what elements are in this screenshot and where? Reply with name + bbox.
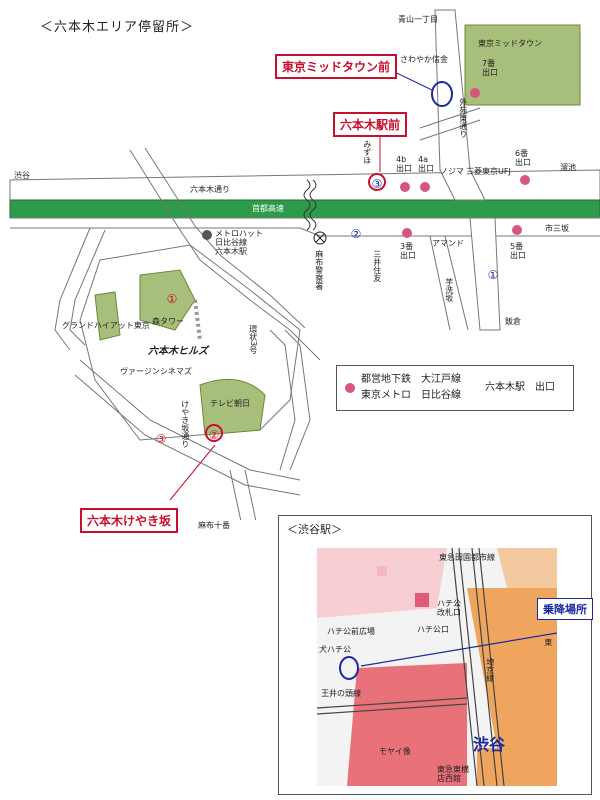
boarding-place-pointer (360, 632, 557, 667)
page-title: ＜六本木エリア停留所＞ (40, 20, 195, 35)
tv-asahi-block (199, 378, 266, 436)
label-exit-4b: 4b 出口 (396, 155, 412, 173)
label-metro-hat: メトロハット 日比谷線 六本木駅 (215, 229, 263, 256)
shuto-expressway (9, 199, 600, 219)
hills-3-marker: ③ (155, 432, 167, 446)
inset-hachiko: 犬ハチ公 (319, 645, 351, 654)
label-gaien: 外苑東通り (458, 98, 468, 138)
inset-boarding-label: 乗降場所 (537, 598, 593, 620)
inset-hachiko-guchi: ハチ公口 (417, 625, 449, 634)
stop-2-marker: ② (350, 227, 362, 241)
label-aoyama: 青山一丁目 (398, 15, 438, 24)
label-roppongi-dori: 六本木通り (190, 185, 230, 194)
label-azabu-juban: 麻布十番 (198, 521, 230, 530)
exit-6-dot (520, 175, 530, 185)
police-icon (313, 231, 327, 245)
exit-4b-dot (400, 182, 410, 192)
label-exit-7: 7番 出口 (482, 59, 498, 77)
label-shuto: 首都高速 (252, 204, 284, 213)
roppongi-dori-road (9, 169, 600, 201)
stop-1-marker: ① (487, 268, 499, 282)
label-shisanzaka: 市三坂 (545, 224, 569, 233)
stop-midtown-label: 東京ミッドタウン前 (275, 54, 398, 79)
label-roppongi-hills: 六本木ヒルズ (148, 346, 208, 357)
stop-3-marker: ③ (368, 173, 386, 191)
label-exit-4a: 4a 出口 (418, 155, 434, 173)
label-sawayaka: さわやか信金 (400, 55, 448, 64)
mori-tower-block (139, 269, 196, 331)
label-azabu-police: 麻布警察署 (314, 250, 324, 290)
boarding-place-circle (339, 656, 359, 680)
inset-east: 東 (543, 638, 553, 646)
inset-toyoko-dept: 東急東横 店西館 (437, 765, 469, 783)
legend-line2: 東京メトロ 日比谷線 (361, 390, 461, 401)
label-midtown: 東京ミッドタウン (478, 39, 542, 48)
roppongi-map (9, 9, 600, 520)
roppongi-hills-outline (79, 244, 301, 441)
inset-saikyo: 埼京線 (485, 658, 495, 682)
label-shibuya: 渋谷 (14, 171, 30, 180)
label-mori-tower: 森タワー (152, 317, 184, 326)
label-almond: アマンド (432, 239, 464, 248)
label-imoaraizaka: 芋洗坂 (444, 278, 454, 302)
exit-7-dot (470, 88, 480, 98)
inset-title: ＜渋谷駅＞ (287, 523, 342, 536)
label-kanjo3: 環状3号 (248, 325, 258, 355)
shibuya-map: 東急田園都市線 ハチ公 改札口 ハチ公口 ハチ公前広場 犬ハチ公 王井の頭線 モ… (317, 548, 557, 786)
label-tameike: 溜池 (560, 163, 576, 172)
label-grand-hyatt: グランドハイアット東京 (62, 321, 150, 330)
label-keyakizaka-dori: けやき坂通り (180, 400, 190, 448)
hills-1-marker: ① (166, 292, 178, 306)
stop-roppongi-eki-label: 六本木駅前 (333, 112, 408, 137)
label-exit-6: 6番 出口 (515, 149, 531, 167)
tokyo-midtown-block (464, 24, 581, 106)
inset-inokashira: 王井の頭線 (321, 689, 361, 698)
inset-moyai: モヤイ像 (379, 747, 411, 756)
gaien-higashi-dori-road (434, 9, 486, 201)
metro-hat-icon (202, 230, 212, 240)
legend: 都営地下鉄 大江戸線 東京メトロ 日比谷線 六本木駅 出口 (336, 365, 574, 411)
label-tv-asahi: テレビ朝日 (210, 399, 250, 408)
label-mitsui: 三井住友 (372, 250, 382, 282)
stop-midtown-circle (431, 81, 453, 107)
label-mufg: 三菱東京UFJ (466, 167, 511, 176)
inset-shibuya: 渋谷 (473, 735, 506, 754)
shibuya-map-svg (317, 548, 557, 786)
legend-suffix: 六本木駅 出口 (485, 382, 555, 393)
inset-hachiko-hiroba: ハチ公前広場 (327, 627, 375, 636)
label-iikura: 飯倉 (505, 317, 521, 326)
label-exit-5: 5番 出口 (510, 242, 526, 260)
hills-2-marker: ② (205, 424, 223, 442)
stop-keyakizaka-pointer (169, 444, 216, 501)
label-exit-3: 3番 出口 (400, 242, 416, 260)
shibuya-inset: ＜渋谷駅＞ 東急田園 (278, 515, 593, 795)
label-virgin: ヴァージンシネマズ (120, 367, 192, 376)
exit-3-dot (402, 228, 412, 238)
label-mizuho: みずほ (362, 140, 372, 164)
inset-hachiko-kaisatsu: ハチ公 改札口 (437, 599, 461, 617)
exit-4a-dot (420, 182, 430, 192)
legend-line1: 都営地下鉄 大江戸線 (361, 374, 461, 385)
stop-keyakizaka-label: 六本木けやき坂 (80, 508, 179, 533)
inset-toyoko-line: 東急田園都市線 (439, 553, 495, 562)
legend-exit-dot (345, 383, 355, 393)
exit-5-dot (512, 225, 522, 235)
label-nojima: ノジマ (440, 167, 464, 176)
